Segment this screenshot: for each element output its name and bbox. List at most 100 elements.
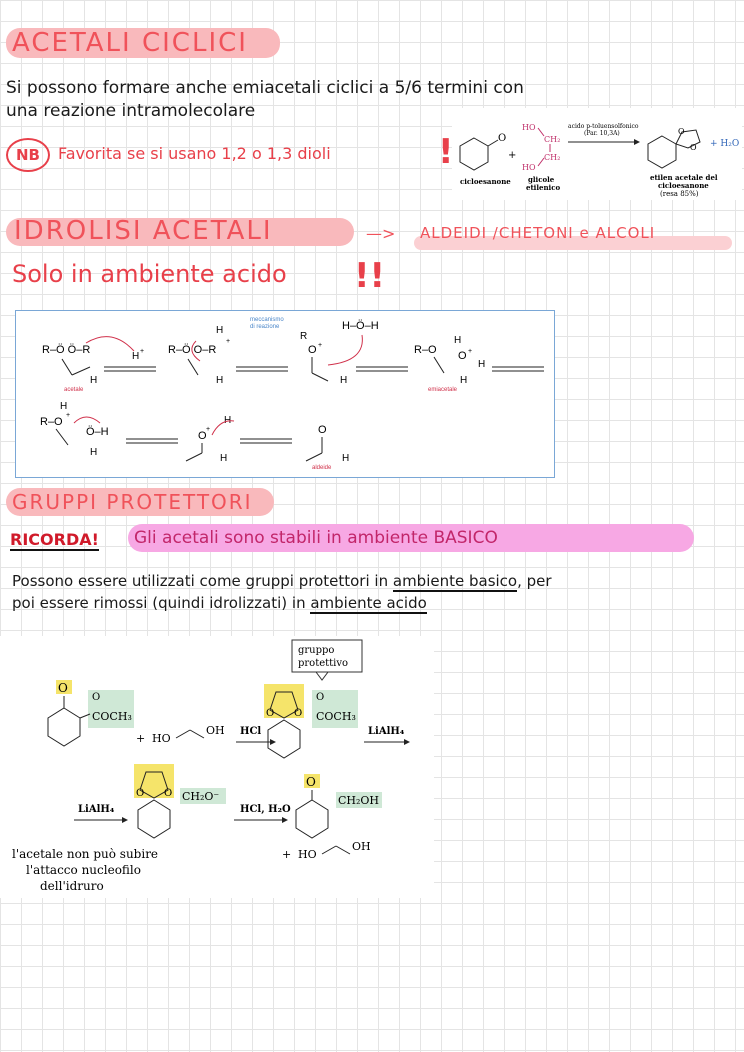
svg-text:HO: HO: [522, 163, 536, 172]
svg-text:l'attacco nucleofilo: l'attacco nucleofilo: [26, 863, 141, 877]
hydrolysis-products: ALDEIDI /CHETONI e ALCOLI: [420, 224, 656, 242]
svg-text:LiAlH₄: LiAlH₄: [78, 804, 115, 815]
svg-text:+: +: [468, 348, 472, 355]
svg-text:+: +: [206, 426, 210, 433]
svg-text:O: O: [164, 788, 172, 799]
protection-scheme: gruppo protettivo O O COCH₃ + HO OH HCl …: [12, 639, 410, 893]
note-text: Favorita se si usano 1,2 o 1,3 dioli: [58, 144, 331, 163]
svg-text:+ H₂O: + H₂O: [710, 139, 739, 149]
hydrolysis-mechanism-image: meccanismo di reazione R–Ö Ö–R H acetale…: [15, 310, 555, 478]
svg-text:HO: HO: [152, 732, 171, 745]
protection-explanation: Possono essere utilizzati come gruppi pr…: [12, 572, 552, 592]
svg-text:(resa 85%): (resa 85%): [660, 190, 699, 198]
exclamation: !: [438, 132, 454, 172]
svg-text:O: O: [458, 350, 467, 362]
nb-badge: NB: [6, 138, 50, 172]
svg-text:l'acetale non può subire: l'acetale non può subire: [12, 847, 158, 861]
svg-text:H: H: [90, 375, 97, 386]
svg-text:H–Ö–H: H–Ö–H: [342, 320, 379, 332]
section-title-gruppi-protettori: GRUPPI PROTETTORI: [12, 490, 253, 514]
svg-text:O: O: [266, 708, 274, 719]
ketone-oxygen: O: [498, 133, 506, 144]
svg-text:R–O: R–O: [414, 344, 437, 356]
svg-text:+: +: [66, 412, 70, 419]
svg-text:etilenico: etilenico: [526, 183, 560, 192]
svg-text:H: H: [216, 375, 223, 386]
svg-text:Ö–H: Ö–H: [86, 426, 109, 438]
svg-text:O: O: [318, 424, 327, 436]
reagent-label: cicloesanone: [460, 177, 511, 186]
svg-text:(Par. 10,3A): (Par. 10,3A): [584, 130, 620, 137]
svg-text:H: H: [224, 415, 231, 426]
svg-text:OH: OH: [206, 724, 225, 737]
svg-text:CH₂: CH₂: [544, 153, 560, 162]
svg-text:O: O: [294, 708, 302, 719]
svg-text:meccanismo: meccanismo: [250, 317, 284, 323]
svg-text:O: O: [308, 344, 317, 356]
svg-text:O: O: [198, 430, 207, 442]
svg-text:H: H: [132, 351, 139, 362]
plus-sign: +: [508, 150, 516, 161]
svg-text:CH₂OH: CH₂OH: [338, 794, 379, 807]
svg-text:+: +: [318, 342, 322, 349]
svg-text:+: +: [282, 848, 291, 861]
arrow-to-products: —>: [366, 224, 396, 243]
body-line: una reazione intramolecolare: [6, 101, 256, 121]
svg-text:H: H: [340, 375, 347, 386]
svg-text:+: +: [136, 732, 145, 745]
svg-text:CH₂: CH₂: [544, 135, 560, 144]
svg-text:LiAlH₄: LiAlH₄: [368, 726, 405, 737]
svg-text:O: O: [690, 143, 697, 152]
svg-text:O: O: [678, 127, 685, 136]
title-highlight: [6, 488, 274, 516]
reaction-cyclic-acetal-image: O cicloesanone + HO CH₂ CH₂ HO glicole e…: [452, 108, 742, 200]
svg-text:acido p-toluensolfonico: acido p-toluensolfonico: [568, 123, 639, 130]
svg-text:acetale: acetale: [64, 387, 84, 393]
svg-text:HO: HO: [298, 848, 317, 861]
svg-text:protettivo: protettivo: [298, 658, 348, 669]
svg-text:H: H: [216, 325, 223, 336]
double-exclamation: !!: [354, 256, 386, 296]
svg-text:HCl: HCl: [240, 726, 261, 737]
svg-text:CH₂O⁻: CH₂O⁻: [182, 790, 219, 803]
svg-text:COCH₃: COCH₃: [92, 710, 132, 723]
svg-text:dell'idruro: dell'idruro: [40, 879, 104, 893]
svg-text:R–O: R–O: [40, 416, 63, 428]
reminder-text: Gli acetali sono stabili in ambiente BAS…: [134, 528, 498, 548]
svg-text:HO: HO: [522, 123, 536, 132]
reminder-highlight: [128, 524, 694, 552]
svg-text:gruppo: gruppo: [298, 645, 334, 656]
svg-text:O: O: [92, 692, 100, 703]
section-title-acetali-ciclici: ACETALI CICLICI: [12, 28, 248, 58]
svg-text:HCl, H₂O: HCl, H₂O: [240, 804, 291, 815]
svg-text:O: O: [306, 775, 316, 789]
protection-explanation: poi essere rimossi (quindi idrolizzati) …: [12, 594, 427, 614]
svg-text:di reazione: di reazione: [250, 324, 280, 330]
svg-text:etilen acetale del: etilen acetale del: [650, 173, 718, 182]
svg-text:O: O: [58, 681, 68, 695]
title-highlight: [6, 28, 280, 58]
svg-text:H: H: [90, 447, 97, 458]
svg-text:R–Ö Ö–R: R–Ö Ö–R: [42, 344, 90, 356]
svg-text:H: H: [220, 453, 227, 464]
title-highlight: [6, 218, 354, 246]
svg-text:glicole: glicole: [528, 175, 555, 184]
svg-text:H: H: [460, 375, 467, 386]
svg-text:O: O: [136, 788, 144, 799]
svg-text:+: +: [140, 348, 144, 355]
svg-text:R: R: [300, 331, 307, 342]
reaction-scheme: O cicloesanone + HO CH₂ CH₂ HO glicole e…: [459, 123, 739, 198]
svg-text:emiacetale: emiacetale: [428, 387, 458, 393]
products-underline-highlight: [414, 236, 732, 250]
svg-text:H: H: [478, 359, 485, 370]
mechanism-scheme: meccanismo di reazione R–Ö Ö–R H acetale…: [40, 317, 544, 471]
svg-text:H: H: [342, 453, 349, 464]
svg-text:aldeide: aldeide: [312, 465, 332, 471]
svg-text:H: H: [454, 335, 461, 346]
acid-condition-note: Solo in ambiente acido: [12, 260, 287, 288]
svg-text:OH: OH: [352, 840, 371, 853]
svg-text:H: H: [60, 401, 67, 412]
svg-text:COCH₃: COCH₃: [316, 710, 356, 723]
svg-text:+: +: [226, 338, 230, 345]
section-title-idrolisi-acetali: IDROLISI ACETALI: [14, 216, 273, 246]
